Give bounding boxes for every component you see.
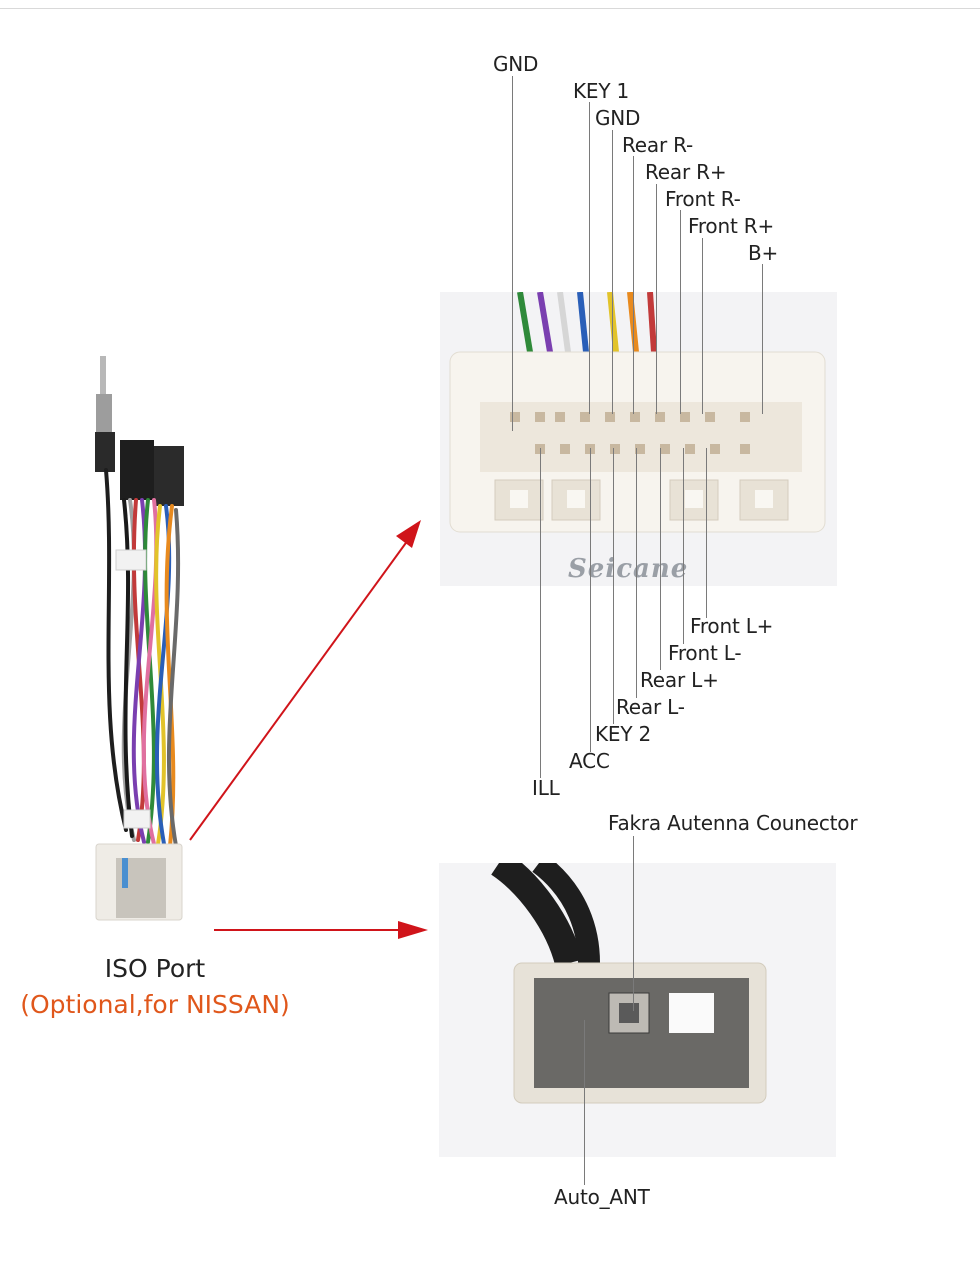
- auto-ant-label: Auto_ANT: [554, 1185, 650, 1209]
- iso-port-subtitle: (Optional,for NISSAN): [20, 990, 290, 1019]
- leader-key2: [613, 448, 614, 724]
- pin-label-gnd-2: GND: [595, 106, 641, 130]
- pin-label-front-r-minus: Front R-: [665, 187, 741, 211]
- leader-rear-l-minus: [636, 448, 637, 698]
- pin-label-rear-r-minus: Rear R-: [622, 133, 694, 157]
- leader-key1: [589, 102, 590, 414]
- connector-photo: Seicane: [440, 292, 837, 586]
- pin-label-front-l-minus: Front L-: [668, 641, 742, 665]
- pin-label-rear-l-plus: Rear L+: [640, 668, 719, 692]
- pin-label-front-l-plus: Front L+: [690, 614, 774, 638]
- leader-auto-ant: [584, 1020, 585, 1185]
- leader-front-l-minus: [683, 448, 684, 644]
- pin-label-acc: ACC: [569, 749, 610, 773]
- leader-gnd-2: [612, 130, 613, 414]
- pin-label-ill: ILL: [532, 776, 560, 800]
- seicane-watermark: Seicane: [568, 554, 689, 584]
- leader-fakra: [633, 836, 634, 1011]
- leader-front-l-plus: [706, 448, 707, 618]
- arrow-to-connector: [189, 520, 421, 841]
- leader-rear-r-minus: [633, 156, 634, 414]
- iso-harness-photo: [86, 350, 206, 930]
- pin-label-gnd-1: GND: [493, 52, 539, 76]
- leader-acc: [590, 448, 591, 752]
- arrow-to-fakra: [214, 921, 428, 939]
- pin-label-rear-l-minus: Rear L-: [616, 695, 685, 719]
- pin-label-key2: KEY 2: [595, 722, 652, 746]
- pin-label-key1: KEY 1: [573, 79, 630, 103]
- leader-front-r-plus: [702, 238, 703, 414]
- top-divider: [0, 8, 980, 9]
- iso-port-title: ISO Port: [104, 954, 206, 983]
- fakra-label: Fakra Autenna Counector: [608, 811, 858, 835]
- leader-rear-l-plus: [660, 448, 661, 670]
- pin-label-rear-r-plus: Rear R+: [645, 160, 727, 184]
- leader-gnd-1: [512, 76, 513, 431]
- leader-ill: [540, 448, 541, 778]
- pin-label-front-r-plus: Front R+: [688, 214, 774, 238]
- leader-b-plus: [762, 264, 763, 414]
- fakra-photo: [439, 863, 836, 1157]
- leader-front-r-minus: [680, 210, 681, 414]
- pin-label-b-plus: B+: [748, 241, 779, 265]
- leader-rear-r-plus: [656, 184, 657, 414]
